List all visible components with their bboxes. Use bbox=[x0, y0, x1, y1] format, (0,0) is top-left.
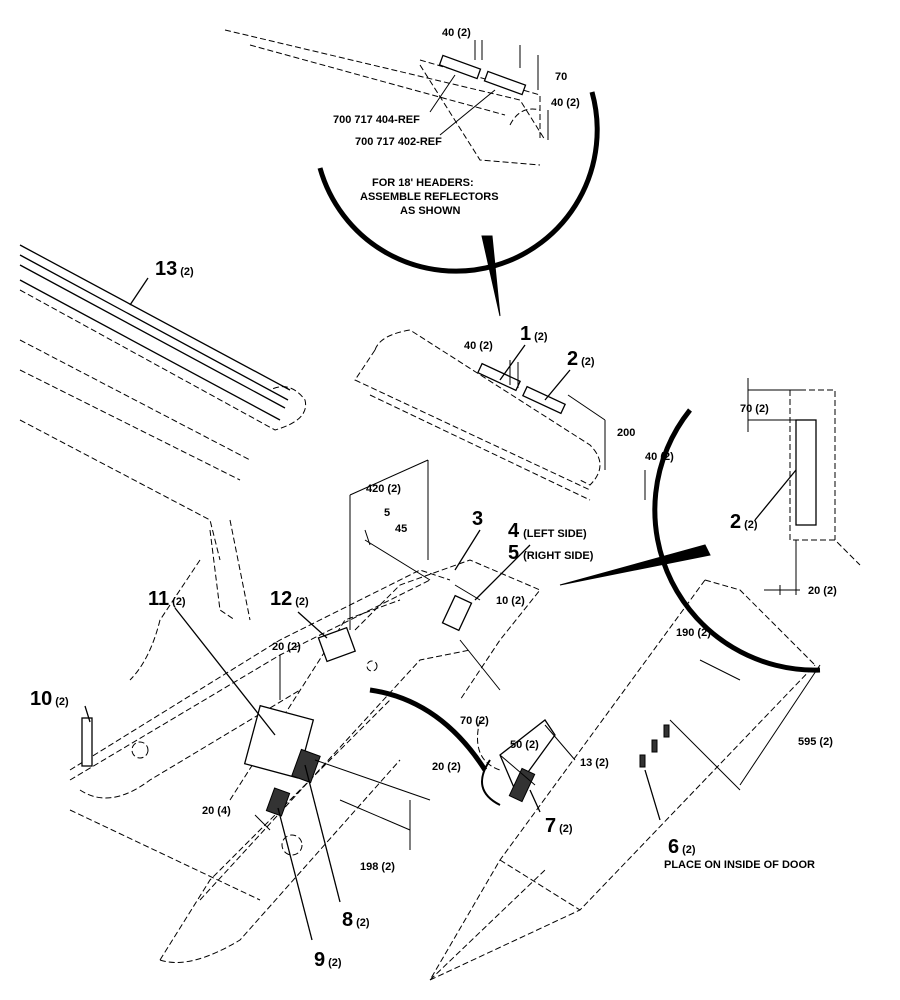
callout-7: 7(2) bbox=[545, 815, 573, 837]
door-panel: 190 (2) 595 (2) 6(2) PLACE ON INSIDE OF … bbox=[428, 579, 833, 982]
callout-2-side: 2(2) bbox=[730, 511, 758, 533]
callout-11: 11(2) bbox=[148, 588, 186, 610]
dim-198: 198 (2) bbox=[360, 861, 395, 873]
dim-595: 595 (2) bbox=[798, 736, 833, 748]
dim-20-low: 20 (2) bbox=[432, 761, 461, 773]
dim-420: 420 (2) bbox=[366, 483, 401, 495]
decal-6b bbox=[651, 739, 658, 753]
decal-6c bbox=[663, 724, 670, 738]
callout-3: 3 bbox=[472, 508, 483, 530]
dim-190: 190 (2) bbox=[676, 627, 711, 639]
callout-1: 1(2) bbox=[520, 323, 548, 345]
dim-70-side: 70 (2) bbox=[740, 403, 769, 415]
callout-4: 4(LEFT SIDE) bbox=[508, 520, 587, 542]
reflector-top-1 bbox=[438, 54, 482, 80]
reflector-top-2 bbox=[483, 70, 527, 96]
dim-5: 5 bbox=[384, 507, 390, 519]
dim-13: 13 (2) bbox=[580, 757, 609, 769]
dim-20-4: 20 (4) bbox=[202, 805, 231, 817]
dim-10: 10 (2) bbox=[496, 595, 525, 607]
callout-6: 6(2) bbox=[668, 836, 696, 858]
callout-2: 2(2) bbox=[567, 348, 595, 370]
dim-45: 45 bbox=[395, 523, 407, 535]
callout-12: 12(2) bbox=[270, 588, 309, 610]
decal-7 bbox=[508, 767, 536, 803]
small-detail-view: 50 (2) 13 (2) 7(2) bbox=[369, 687, 609, 837]
reflector-side-2 bbox=[795, 419, 817, 526]
decal-4-5 bbox=[441, 594, 473, 632]
dim-70-mid: 70 (2) bbox=[460, 715, 489, 727]
decal-10 bbox=[81, 717, 93, 767]
dim-50: 50 (2) bbox=[510, 739, 539, 751]
right-detail-view: 70 (2) 20 (2) 2(2) bbox=[559, 378, 861, 673]
callout-13: 13(2) bbox=[155, 258, 194, 280]
callout-9: 9(2) bbox=[314, 949, 342, 971]
callout-8: 8(2) bbox=[342, 909, 370, 931]
header-frame: 10(2) 11(2) 12(2) 3 4(LEFT SIDE) 5(RIGHT… bbox=[19, 419, 594, 971]
dim-20-side: 20 (2) bbox=[808, 585, 837, 597]
part-ref-404: 700 717 404-REF bbox=[333, 114, 420, 126]
decal-9 bbox=[265, 787, 291, 817]
dim-20-mid: 20 (2) bbox=[272, 641, 301, 653]
dim-40-top-right: 40 (2) bbox=[551, 97, 580, 109]
top-detail-view: 40 (2) 70 40 (2) 700 717 404-REF 700 717… bbox=[224, 27, 600, 317]
callout-5: 5(RIGHT SIDE) bbox=[508, 542, 594, 564]
part-ref-402: 700 717 402-REF bbox=[355, 136, 442, 148]
decal-12 bbox=[317, 626, 357, 663]
callout-10: 10(2) bbox=[30, 688, 69, 710]
callout-6-note: PLACE ON INSIDE OF DOOR bbox=[664, 859, 815, 871]
detail-note-line-3: AS SHOWN bbox=[400, 205, 461, 217]
detail-note-line-1: FOR 18' HEADERS: bbox=[372, 177, 474, 189]
decal-11 bbox=[243, 704, 315, 779]
reel-tube: 13(2) bbox=[19, 244, 307, 481]
reel-cover: 1(2) 2(2) 40 (2) 200 40 (2) bbox=[354, 323, 674, 501]
decal-8 bbox=[291, 748, 321, 784]
decal-6a bbox=[639, 754, 646, 768]
dim-40-upper: 40 (2) bbox=[464, 340, 493, 352]
dim-40-top: 40 (2) bbox=[442, 27, 471, 39]
dim-70-top: 70 bbox=[555, 71, 567, 83]
dim-40-right: 40 (2) bbox=[645, 451, 674, 463]
detail-note-line-2: ASSEMBLE REFLECTORS bbox=[360, 191, 499, 203]
dim-200: 200 bbox=[617, 427, 635, 439]
reflector-2 bbox=[521, 385, 567, 415]
